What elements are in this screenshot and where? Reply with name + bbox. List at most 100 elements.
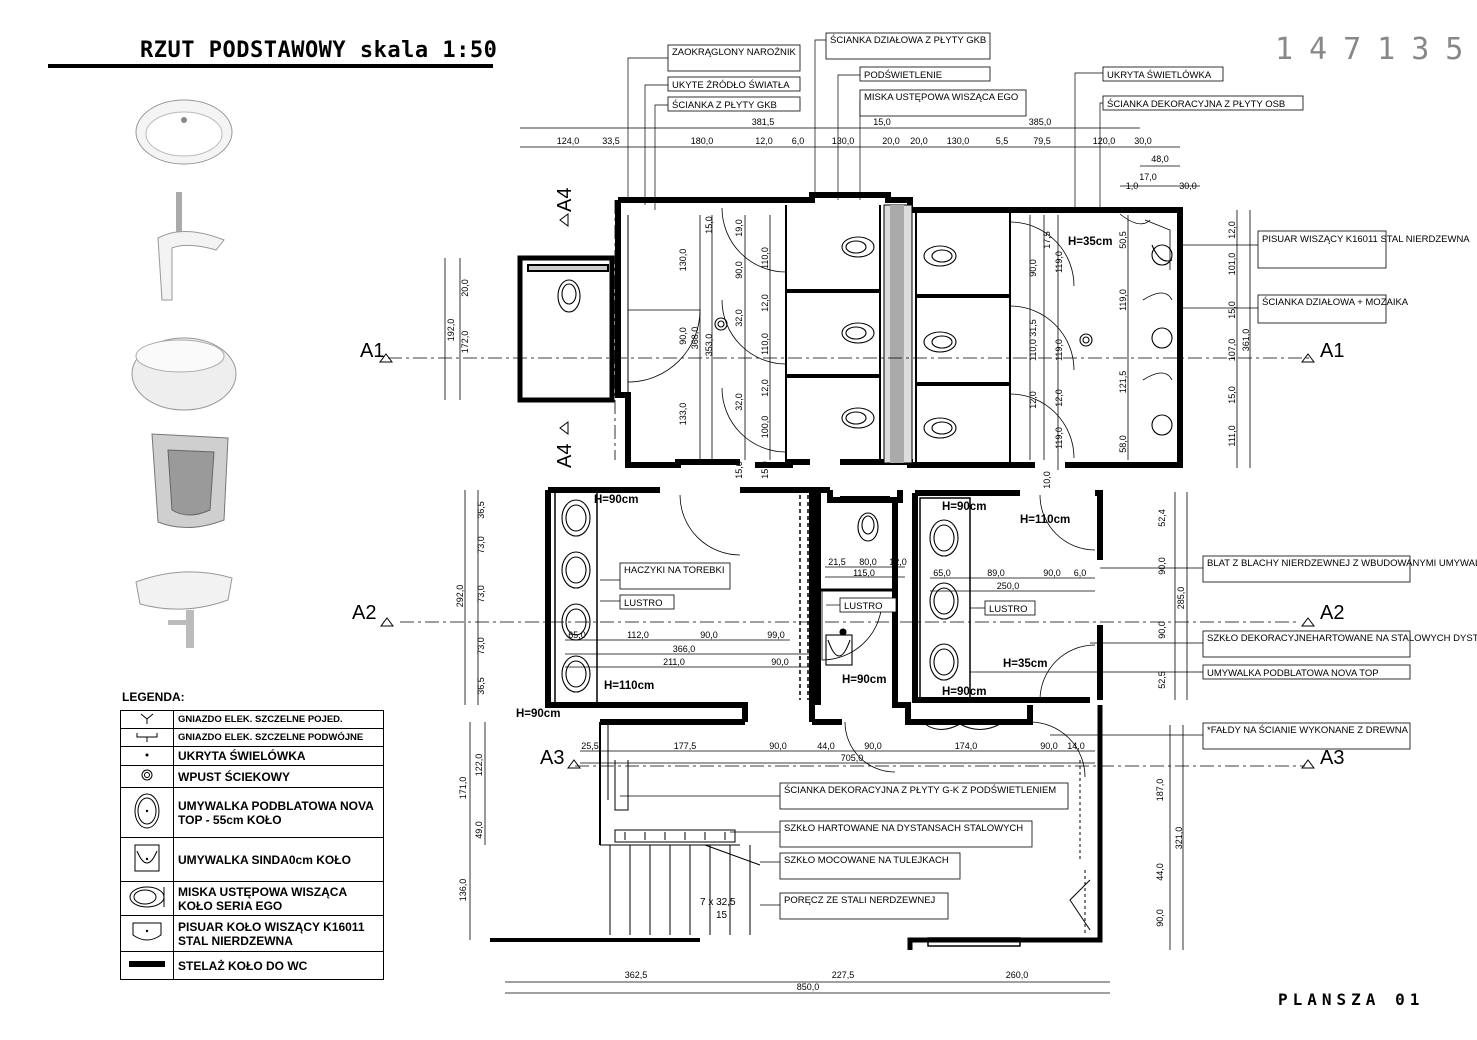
legend-row: PISUAR KOŁO WISZĄCY K16011 STAL NIERDZEW…	[120, 915, 384, 952]
dim-top-total-mid: 15,0	[873, 117, 891, 127]
callout-scianka-gkb: ŚCIANKA Z PŁYTY GKB	[672, 99, 777, 111]
legend-row: WPUST ŚCIEKOWY	[120, 765, 384, 788]
dim-mid-band: 285,0	[1176, 587, 1186, 610]
dim-top: 30,0	[1134, 136, 1152, 146]
callout-ukryta-swietlowka: UKRYTA ŚWIETLÓWKA	[1107, 69, 1212, 81]
dim-inner-col5: 121,5	[1118, 371, 1128, 394]
height-h90-c: H=90cm	[842, 674, 886, 686]
section-a4-top: A4	[554, 188, 576, 212]
dimension-lines	[444, 127, 1251, 994]
legend-label: UMYWALKA SINDA0cm KOŁO	[173, 837, 384, 882]
callout-scianka-osb: ŚCIANKA DEKORACYJNA Z PŁYTY OSB	[1107, 98, 1285, 110]
dim-inner-col3: 12,0	[760, 379, 770, 397]
dim-inner-col3: 100,0	[760, 416, 770, 439]
dim-mid-band: 90,0	[1157, 557, 1167, 575]
dim-row-a: 90,0	[700, 630, 718, 640]
dim-inner-col1: 130,0	[678, 249, 688, 272]
dim-row-e: 174,0	[955, 741, 978, 751]
dim-row-a: 366,0	[673, 644, 696, 654]
callout-haczyki: HACZYKI NA TOREBKI	[624, 565, 724, 576]
basin-icon-b	[561, 551, 591, 589]
callout-porecz: PORĘCZ ZE STALI NERDZEWNEJ	[784, 895, 936, 906]
callout-podswietlenie: PODŚWIETLENIE	[864, 69, 942, 81]
callout-scianka-mozaika: ŚCIANKA DZIAŁOWA + MOZAIKA	[1262, 296, 1409, 308]
dim-left-side: 172,0	[460, 331, 470, 354]
dim-inner-col4: 17,5	[1042, 231, 1052, 249]
dim-row-e: 90,0	[1040, 741, 1058, 751]
dim-inner-col4: 119,0	[1054, 251, 1064, 273]
dim-top: 130,0	[832, 136, 855, 146]
basin-icon-a	[561, 499, 591, 537]
legend-row: UMYWALKA SINDA0cm KOŁO	[120, 837, 384, 882]
sheet-number: 147135	[1275, 32, 1477, 67]
legend-table: GNIAZDO ELEK. SZCZELNE POJED. GNIAZDO EL…	[120, 710, 384, 980]
basin-icon-d	[561, 655, 591, 693]
dim-top: 180,0	[691, 136, 714, 146]
dim-row-b: 90,0	[771, 657, 789, 667]
legend-row: STELAŻ KOŁO DO WC	[120, 951, 384, 980]
dim-lower-right: 187,0	[1155, 779, 1165, 802]
section-a2-left: A2	[352, 602, 376, 624]
dim-inner-col4: 31,5	[1028, 319, 1038, 337]
urinal-icon-a	[1151, 244, 1173, 266]
dim-inner-col4: 119,0	[1054, 339, 1064, 361]
lower-partitions	[554, 491, 1096, 778]
dim-inner-col1: 133,0	[678, 403, 688, 426]
callout-texts: ZAOKRĄGLONY NAROŻNIK UKYTE ŹRÓDŁO ŚWIATŁ…	[624, 34, 1477, 906]
dim-right-side: 15,0	[1227, 386, 1237, 404]
dim-top: 130,0	[947, 136, 970, 146]
countertop-basin-icon	[134, 793, 160, 829]
stair-hall	[490, 705, 1103, 950]
height-h35-basin: H=35cm	[1003, 658, 1047, 670]
upper-walls	[517, 192, 1183, 468]
dim-row-c: 21,5	[828, 557, 846, 567]
dim-top-small: 1,0	[1126, 181, 1139, 191]
lower-walls	[545, 487, 1103, 725]
dim-lower-left: 292,0	[455, 585, 465, 608]
dim-row-b: 211,0	[663, 657, 685, 667]
dim-row-e: 14,0	[1067, 741, 1085, 751]
floor-drain-icon	[141, 769, 153, 781]
callout-szklo-hartowane: SZKŁO HARTOWANE NA DYSTANSACH STALOWYCH	[784, 823, 1023, 834]
section-markers	[379, 213, 1315, 769]
dim-bottom: 850,0	[797, 982, 820, 992]
dim-inner-col4: 119,0	[1054, 427, 1064, 449]
vertical-dimension-texts: 20,0 172,0 192,0 12,0 101,0 15,0 107,0 1…	[446, 216, 1251, 927]
height-labels: H=35cm H=90cm H=90cm H=110cm H=110cm H=9…	[516, 236, 1112, 720]
urinal-icon-c	[1151, 414, 1173, 436]
dim-lower-right: 321,0	[1174, 827, 1184, 850]
dim-inner-col3: 12,0	[760, 294, 770, 312]
section-a1-left: A1	[360, 340, 384, 362]
dim-inner-col5: 119,0	[1118, 289, 1128, 311]
legend-label: STELAŻ KOŁO DO WC	[173, 951, 384, 980]
legend-row: UKRYTA ŚWIELÓWKA	[120, 746, 384, 766]
toilet-photo	[131, 337, 237, 411]
dim-mid-band: 90,0	[1157, 621, 1167, 639]
callout-boxes	[619, 32, 1411, 920]
single-socket-icon	[140, 713, 154, 724]
callout-szklo-mocowane: SZKŁO MOCOWANE NA TULEJKACH	[784, 855, 949, 866]
dim-top-small: 17,0	[1139, 172, 1157, 182]
dim-right-side: 107,0	[1227, 339, 1237, 362]
drawing-title: RZUT PODSTAWOWY skala 1:50	[140, 38, 498, 63]
dim-inner-col4: 90,0	[1028, 259, 1038, 277]
toilet-icon-a	[841, 236, 875, 258]
title-underline	[48, 64, 493, 68]
toilet-icon-d	[923, 245, 957, 267]
floor-drain-b	[1079, 333, 1093, 347]
callout-lustro-c: LUSTRO	[989, 604, 1028, 615]
dim-row-e: 25,5	[581, 741, 599, 751]
dim-top: 33,5	[602, 136, 620, 146]
dim-inner-col2: 353,0	[704, 334, 714, 357]
dim-row-c: 80,0	[859, 557, 877, 567]
dim-bottom: 362,5	[625, 970, 648, 980]
urinal-icon	[132, 922, 162, 941]
dim-right-side: 111,0	[1227, 425, 1237, 446]
dim-top: 20,0	[910, 136, 928, 146]
dim-inner-col3: 110,0	[760, 247, 770, 269]
section-a3-right: A3	[1320, 747, 1344, 769]
light-strip-icon	[145, 753, 149, 756]
stairs-run: 7 x 32,5	[700, 897, 736, 908]
toilet-icon-h	[857, 512, 879, 542]
